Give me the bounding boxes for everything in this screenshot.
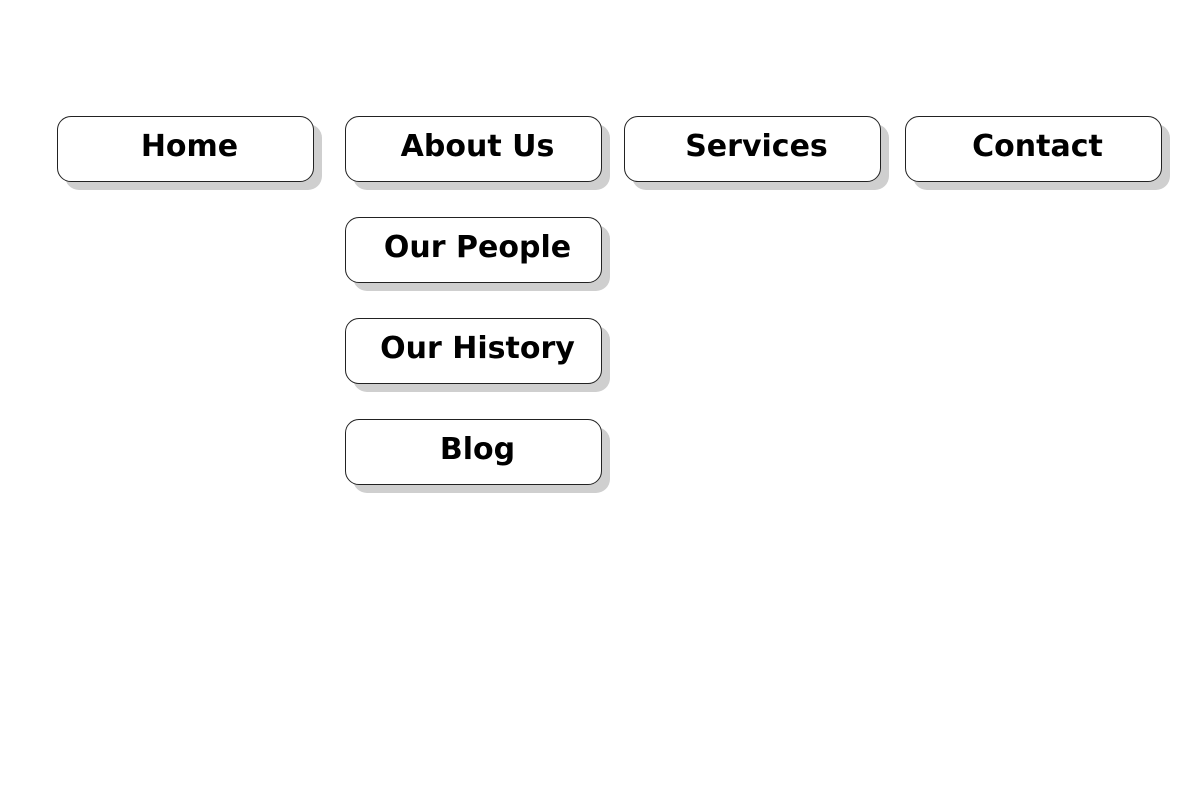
submenu-item-blog[interactable]: Blog: [345, 419, 602, 485]
submenu-item-our-people[interactable]: Our People: [345, 217, 602, 283]
nav-item-contact[interactable]: Contact: [905, 116, 1162, 182]
submenu-item-our-history[interactable]: Our History: [345, 318, 602, 384]
nav-item-services[interactable]: Services: [624, 116, 881, 182]
nav-item-about-us[interactable]: About Us: [345, 116, 602, 182]
nav-item-home[interactable]: Home: [57, 116, 314, 182]
